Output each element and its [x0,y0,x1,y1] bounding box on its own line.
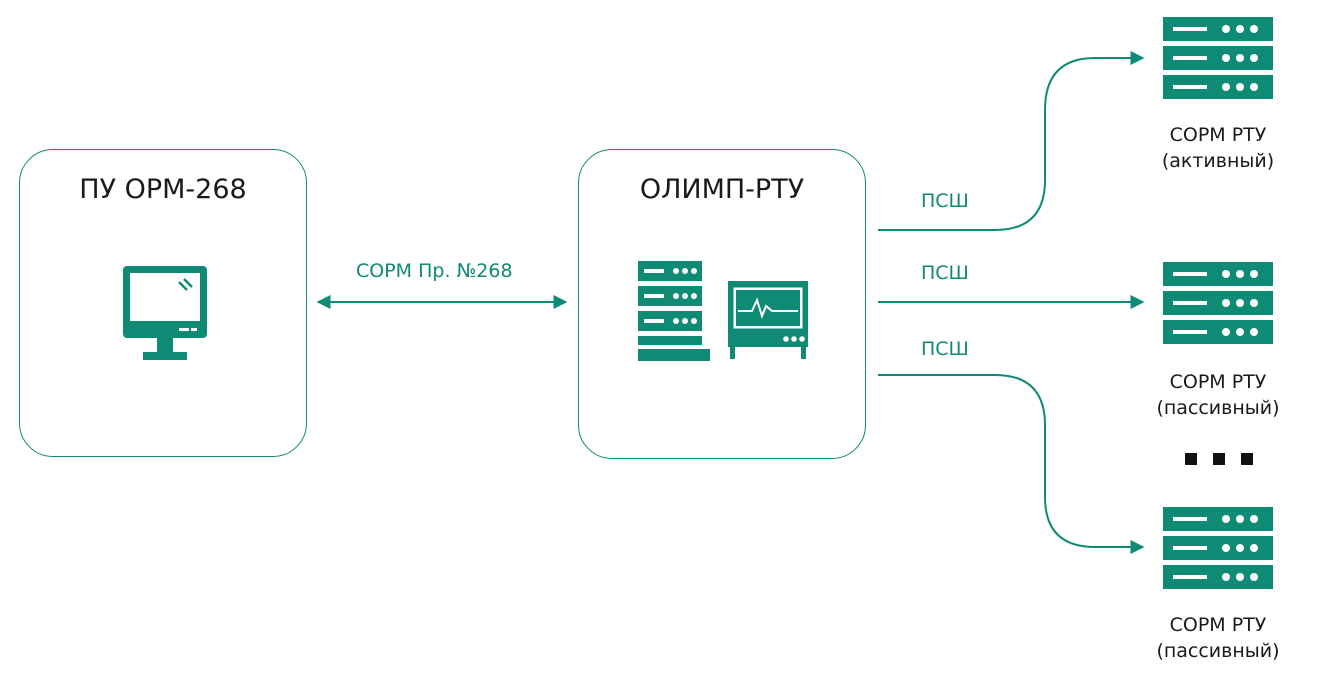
psh-label-3: ПСШ [921,338,969,360]
node-label-passive-2: СОРМ РТУ (пассивный) [1128,612,1308,664]
node-label-passive-1: СОРМ РТУ (пассивный) [1128,369,1308,421]
sorm-protocol-label: СОРМ Пр. №268 [356,260,513,282]
oscilloscope-icon [728,281,808,359]
monitor-icon [123,266,207,360]
server-icon [1163,507,1273,589]
control-panel-title: ПУ ОРМ-268 [79,174,247,205]
dot [1185,453,1197,465]
olimp-rtu-title: ОЛИМП-РТУ [639,174,805,205]
control-panel-box: ПУ ОРМ-268 [19,149,307,457]
dot [1241,453,1253,465]
node-label-line1: СОРМ РТУ [1169,371,1267,393]
node-label-line2: (пассивный) [1156,640,1280,662]
psh-label-1: ПСШ [921,190,969,212]
server-icon [1163,17,1273,99]
node-label-line2: (пассивный) [1156,397,1280,419]
ellipsis-dots-icon [1185,453,1255,467]
olimp-rtu-box: ОЛИМП-РТУ [578,149,866,459]
psh-label-2: ПСШ [921,262,969,284]
node-label-line2: (активный) [1161,150,1275,172]
node-label-line1: СОРМ РТУ [1169,614,1267,636]
server-icon [1163,262,1273,344]
dot [1213,453,1225,465]
node-label-line1: СОРМ РТУ [1169,124,1267,146]
server-rack-icon [638,261,710,361]
node-label-active: СОРМ РТУ (активный) [1128,122,1308,174]
connector-to-node-3 [878,374,1145,554]
connector-to-node-1 [878,51,1145,231]
